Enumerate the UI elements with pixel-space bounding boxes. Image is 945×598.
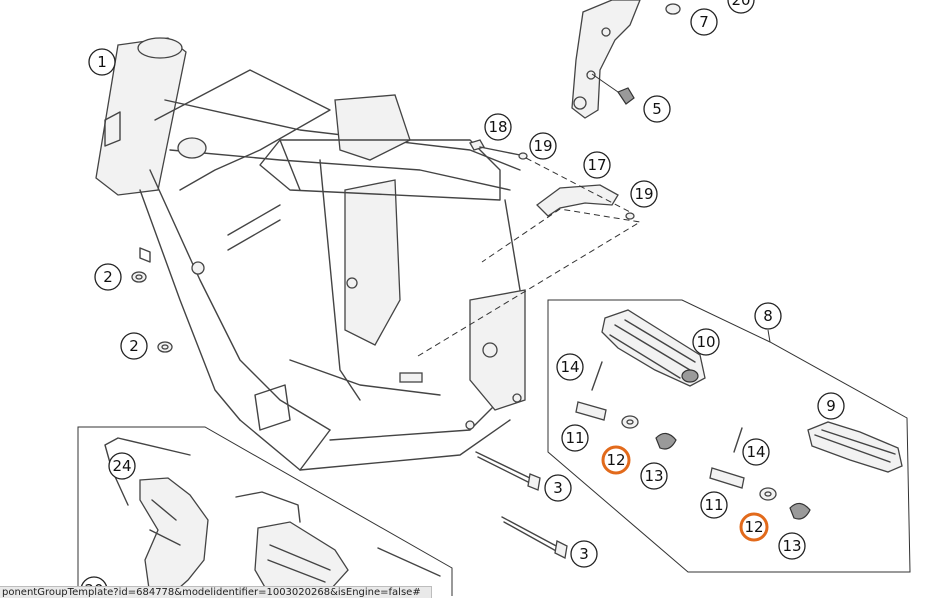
callout: 19 [630,180,658,208]
svg-text:2: 2 [129,337,139,355]
callout: 17 [583,151,611,179]
svg-text:3: 3 [579,545,589,563]
callout: 3 [570,540,598,568]
callout: 19 [529,132,557,160]
svg-text:13: 13 [782,537,801,555]
callout: 24 [108,452,136,480]
washers-2 [131,271,173,353]
callout: 13 [778,532,806,560]
svg-text:24: 24 [112,457,131,475]
long-bolts-3 [475,451,568,559]
footpeg-assembly-frame [547,299,911,573]
svg-text:3: 3 [553,479,563,497]
callout: 11 [561,424,589,452]
svg-text:7: 7 [699,13,709,31]
svg-text:20: 20 [731,0,750,9]
callout: 9 [817,392,845,420]
svg-text:19: 19 [634,185,653,203]
browser-status-bar: ponentGroupTemplate?id=684778&modelident… [0,586,432,598]
main-frame [95,37,526,471]
svg-text:19: 19 [533,137,552,155]
callout: 18 [484,113,512,141]
callout: 11 [700,491,728,519]
callout: 3 [544,474,572,502]
callout: 20 [727,0,755,14]
svg-text:11: 11 [565,429,584,447]
callout: 2 [94,263,122,291]
side-stand-bracket [571,0,681,119]
svg-text:13: 13 [644,467,663,485]
callout: 13 [640,462,668,490]
callout: 7 [690,8,718,36]
svg-text:17: 17 [587,156,606,174]
svg-text:2: 2 [103,268,113,286]
svg-text:9: 9 [826,397,836,415]
callout: 14 [556,353,584,381]
frame-guards [104,437,441,596]
svg-text:5: 5 [652,100,662,118]
svg-text:8: 8 [763,307,773,325]
svg-text:12: 12 [744,518,763,536]
callout: 5 [643,95,671,123]
svg-text:12: 12 [606,451,625,469]
svg-text:10: 10 [696,333,715,351]
callout: 10 [692,328,720,356]
callout: 2 [120,332,148,360]
frame-guard-assembly-frame [77,426,453,596]
svg-text:11: 11 [704,496,723,514]
svg-text:1: 1 [97,53,107,71]
footpegs [575,309,903,520]
callout: 8 [754,302,782,330]
callout: 1 [88,48,116,76]
callout-highlighted: 12 [601,445,631,475]
svg-text:14: 14 [746,443,765,461]
callout: 14 [742,438,770,466]
callout-highlighted: 12 [739,512,769,542]
svg-text:18: 18 [488,118,507,136]
chain-slider-group [417,139,642,357]
svg-text:14: 14 [560,358,579,376]
